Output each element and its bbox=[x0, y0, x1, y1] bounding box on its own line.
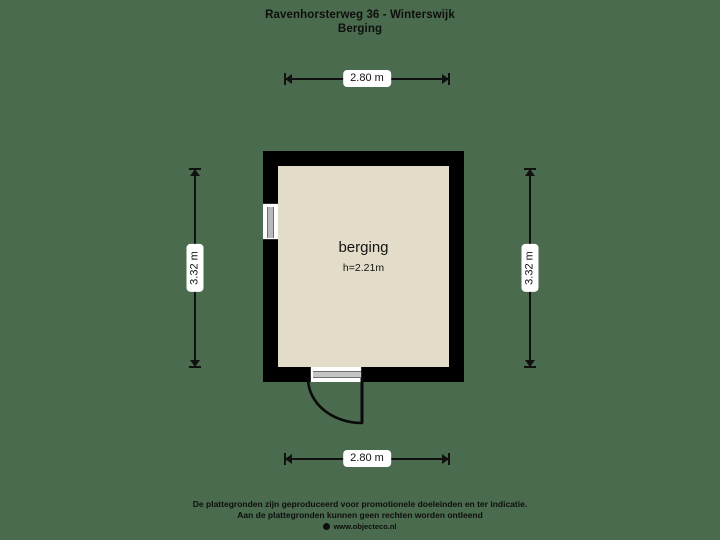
dimension-arrow-top bbox=[190, 169, 200, 176]
globe-icon bbox=[323, 523, 331, 530]
door-leaf bbox=[313, 371, 361, 378]
dimension-cap-bottom bbox=[189, 366, 201, 368]
dimension-right: 3.32 m bbox=[521, 168, 539, 368]
disclaimer-line-1: De plattegronden zijn geproduceerd voor … bbox=[192, 499, 528, 509]
dimension-arrow-bottom bbox=[190, 360, 200, 367]
dimension-arrow-right bbox=[442, 454, 449, 464]
dimension-bottom-label: 2.80 m bbox=[343, 450, 391, 467]
dimension-right-label: 3.32 m bbox=[521, 244, 539, 292]
dimension-arrow-bottom bbox=[525, 360, 535, 367]
door-swing-arc-icon bbox=[306, 378, 364, 425]
website-label: www.objecteco.nl bbox=[333, 522, 397, 531]
dimension-arrow-right bbox=[442, 74, 449, 84]
dimension-cap-bottom bbox=[524, 366, 536, 368]
dimension-arrow-left bbox=[285, 74, 292, 84]
dimension-bottom: 2.80 m bbox=[284, 450, 450, 468]
dimension-top-label: 2.80 m bbox=[343, 70, 391, 87]
window-icon bbox=[263, 203, 278, 240]
disclaimer-line-2: Aan de plattegronden kunnen geen rechten… bbox=[237, 510, 483, 520]
dimension-cap-right bbox=[448, 453, 450, 465]
dimension-arrow-left bbox=[285, 454, 292, 464]
title-address: Ravenhorsterweg 36 - Winterswijk bbox=[265, 9, 455, 21]
dimension-cap-right bbox=[448, 73, 450, 85]
footer-disclaimer: De plattegronden zijn geproduceerd voor … bbox=[0, 499, 720, 532]
page-title: Ravenhorsterweg 36 - Winterswijk Berging bbox=[0, 8, 720, 36]
title-subject: Berging bbox=[337, 23, 383, 35]
dimension-arrow-top bbox=[525, 169, 535, 176]
dimension-left-label: 3.32 m bbox=[186, 244, 204, 292]
footer-website-row: www.objecteco.nl bbox=[0, 521, 720, 532]
window-pane bbox=[267, 207, 274, 238]
room-floor-berging bbox=[278, 166, 449, 367]
dimension-top: 2.80 m bbox=[284, 70, 450, 88]
dimension-left: 3.32 m bbox=[186, 168, 204, 368]
door-icon bbox=[310, 367, 362, 382]
